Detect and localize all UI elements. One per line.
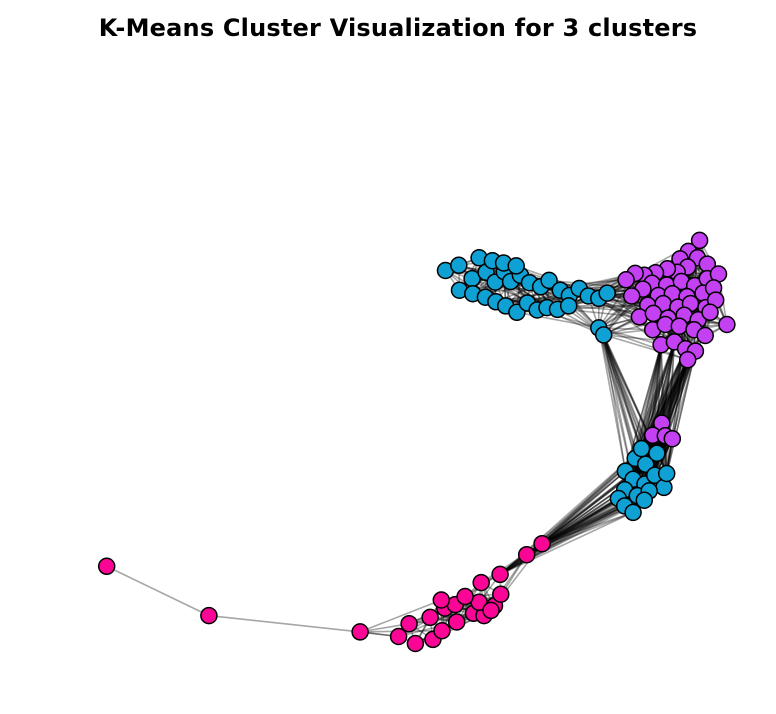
cluster-2-point: [678, 351, 697, 369]
cluster-3-point: [533, 534, 551, 553]
edge: [603, 334, 688, 361]
edge: [499, 497, 619, 576]
edge: [644, 341, 676, 465]
edge: [663, 348, 687, 488]
cluster-3-point: [389, 627, 408, 646]
edge: [499, 511, 634, 576]
cluster-1-point: [632, 439, 651, 458]
cluster-1-point: [559, 297, 578, 315]
nodes-layer: [97, 231, 736, 653]
cluster-3-point: [351, 623, 369, 641]
cluster-2-point: [622, 287, 641, 305]
edge: [606, 292, 654, 331]
cluster-2-point: [663, 429, 682, 448]
edge: [359, 599, 442, 633]
cluster-3-point: [492, 585, 510, 603]
edge: [208, 614, 361, 633]
edge: [541, 505, 626, 545]
edge: [499, 505, 626, 576]
cluster-3-point: [472, 573, 490, 592]
cluster-1-point: [450, 256, 468, 275]
edge: [624, 344, 662, 472]
edge: [640, 344, 662, 449]
edge: [634, 341, 676, 459]
chart-title: K-Means Cluster Visualization for 3 clus…: [98, 14, 698, 42]
cluster-2-point: [617, 271, 635, 289]
edge: [663, 350, 697, 488]
cluster-1-point: [648, 444, 666, 462]
edge: [665, 348, 687, 474]
cluster-3-point: [517, 545, 536, 564]
cluster-1-point: [624, 503, 642, 522]
cluster-2-point: [690, 231, 709, 250]
cluster-3-point: [491, 565, 509, 584]
cluster-3-point: [400, 614, 418, 633]
edge: [665, 341, 676, 474]
cluster-2-point: [696, 326, 714, 345]
cluster-3-point: [421, 608, 439, 627]
edge: [598, 327, 643, 449]
edge: [634, 344, 662, 459]
edge: [598, 327, 688, 361]
edge: [541, 511, 634, 545]
cluster-3-point: [200, 606, 218, 625]
edge: [106, 565, 210, 617]
edge: [598, 327, 634, 480]
cluster-3-point: [447, 613, 466, 631]
edge: [602, 334, 643, 449]
edge: [541, 452, 658, 545]
edge: [568, 304, 648, 307]
edge: [541, 497, 619, 545]
cluster-2-point: [701, 303, 719, 322]
cluster-3-point: [97, 557, 116, 576]
edge: [644, 348, 687, 465]
cluster-1-point: [655, 478, 673, 497]
cluster-3-point: [433, 621, 451, 640]
edge: [665, 350, 697, 474]
cluster-3-point: [456, 587, 474, 606]
cluster-1-point: [594, 326, 613, 344]
cluster-3-point: [432, 591, 451, 609]
cluster-2-point: [670, 317, 689, 335]
cluster-1-point: [657, 464, 676, 483]
cluster-2-point: [718, 315, 736, 334]
edge: [598, 327, 627, 472]
cluster-1-point: [635, 491, 654, 509]
edge: [598, 327, 636, 459]
cluster-1-point: [507, 257, 525, 275]
edge: [541, 470, 626, 545]
edge: [634, 350, 697, 459]
edge: [602, 334, 627, 472]
edge: [665, 359, 689, 474]
cluster-3-point: [406, 634, 425, 653]
cluster-3-point: [482, 601, 500, 620]
cluster-1-point: [540, 271, 558, 290]
edge: [660, 344, 668, 474]
cluster-1-point: [598, 284, 616, 302]
edge: [602, 334, 636, 459]
edge: [663, 341, 676, 488]
edge: [661, 341, 676, 424]
